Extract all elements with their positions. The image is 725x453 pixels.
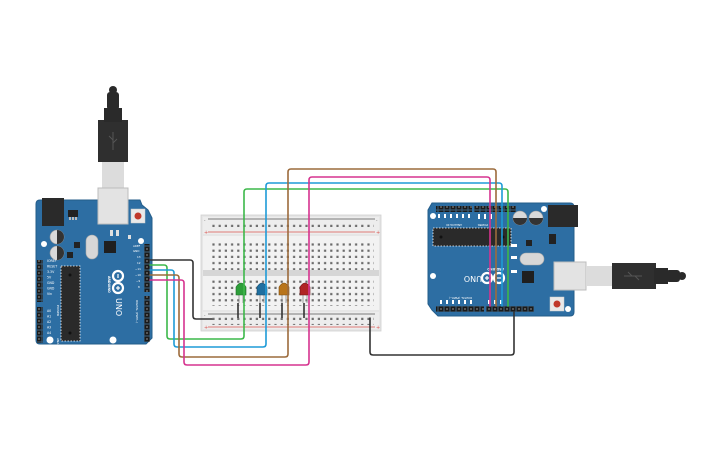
power-label: POWER [56, 305, 60, 316]
svg-text:8: 8 [138, 285, 140, 289]
led-orange[interactable] [278, 282, 290, 303]
terminal-strip-bottom[interactable] [210, 278, 374, 306]
arduino-board-right[interactable]: ARDUINO UNO DIGITAL (PWM~) ANALOG IN POW… [427, 202, 587, 317]
digital-pin-labels: AREF GND 13 12 ~11 ~10 ~9 8 [133, 244, 141, 289]
svg-text:+: + [376, 230, 380, 236]
wires [149, 168, 515, 366]
digital-header-high[interactable] [144, 244, 150, 292]
arduino-brand-text: ARDUINO [107, 276, 111, 293]
arduino-logo-icon [111, 269, 125, 295]
analog-header[interactable] [436, 206, 472, 212]
wire-green[interactable] [149, 188, 509, 340]
wire-magenta[interactable] [149, 176, 491, 366]
usb-plug-metal [586, 266, 614, 286]
svg-text:AREF: AREF [133, 244, 141, 248]
terminal-strip-top[interactable] [210, 242, 374, 270]
power-pin-labels: IOREF RESET 3.3V 5V GND GND Vin [47, 259, 58, 296]
power-rail-holes-bottom[interactable] [210, 316, 374, 325]
arduino-logo-icon [480, 271, 506, 285]
usb-plug-metal [102, 160, 124, 188]
digital-header-high[interactable] [486, 306, 534, 312]
analog-label: ANALOG IN [446, 223, 462, 227]
svg-text:GND: GND [133, 249, 139, 253]
led-red[interactable] [299, 282, 311, 303]
analog-header[interactable] [37, 307, 43, 343]
digital-header-low[interactable] [436, 306, 484, 312]
uno-model-text: UNO [464, 274, 482, 283]
crystal [85, 234, 99, 260]
svg-text:~11: ~11 [135, 267, 141, 271]
power-header[interactable] [474, 206, 516, 212]
leds [235, 282, 311, 303]
usb-cable-left[interactable] [98, 86, 128, 188]
atmega-chip [60, 265, 81, 342]
wire-gnd-right[interactable] [369, 311, 515, 356]
svg-text:12: 12 [137, 261, 141, 265]
svg-text:-: - [204, 313, 206, 318]
rail-minus-label: - [204, 218, 206, 223]
usb-symbol-icon [624, 271, 642, 281]
wire-gnd-black[interactable] [149, 259, 213, 320]
svg-text:+: + [204, 325, 208, 331]
svg-text:13: 13 [137, 255, 141, 259]
uno-model-text: UNO [114, 298, 123, 316]
power-header[interactable] [37, 260, 43, 302]
rail-plus-label: + [204, 230, 208, 236]
usb-port [97, 187, 129, 225]
svg-text:~9: ~9 [136, 279, 140, 283]
power-jack [548, 205, 578, 227]
wire-brown[interactable] [149, 168, 497, 358]
arduino-board-left[interactable]: IOREF RESET 3.3V 5V GND GND Vin A0 A1 A2… [35, 187, 153, 355]
svg-text:~10: ~10 [135, 273, 141, 277]
atmega-chip [432, 227, 512, 247]
pin-ticks [438, 214, 517, 304]
wire-blue[interactable] [149, 182, 503, 348]
usb-port [553, 261, 587, 291]
digital-label: DIGITAL (PWM~) [449, 296, 472, 300]
usb-symbol-icon [108, 132, 118, 150]
analog-pin-labels: A0 A1 A2 A3 A4 A5 [47, 309, 52, 341]
breadboard[interactable]: - + - + - + + [200, 214, 382, 332]
center-channel [203, 270, 379, 276]
crystal [519, 252, 545, 266]
digital-header-low[interactable] [144, 296, 150, 342]
led-blue[interactable] [256, 282, 268, 303]
power-label: POWER [478, 223, 488, 227]
power-rail-holes-top[interactable] [210, 221, 374, 230]
usb-cable-right[interactable] [586, 263, 686, 289]
led-ground-jumpers [237, 303, 305, 318]
power-jack [42, 198, 64, 226]
analog-label: ANALOG IN [56, 338, 60, 355]
svg-text:+: + [376, 325, 380, 331]
svg-text:-: - [376, 218, 378, 223]
digital-label: DIGITAL (PWM~) [135, 300, 139, 323]
